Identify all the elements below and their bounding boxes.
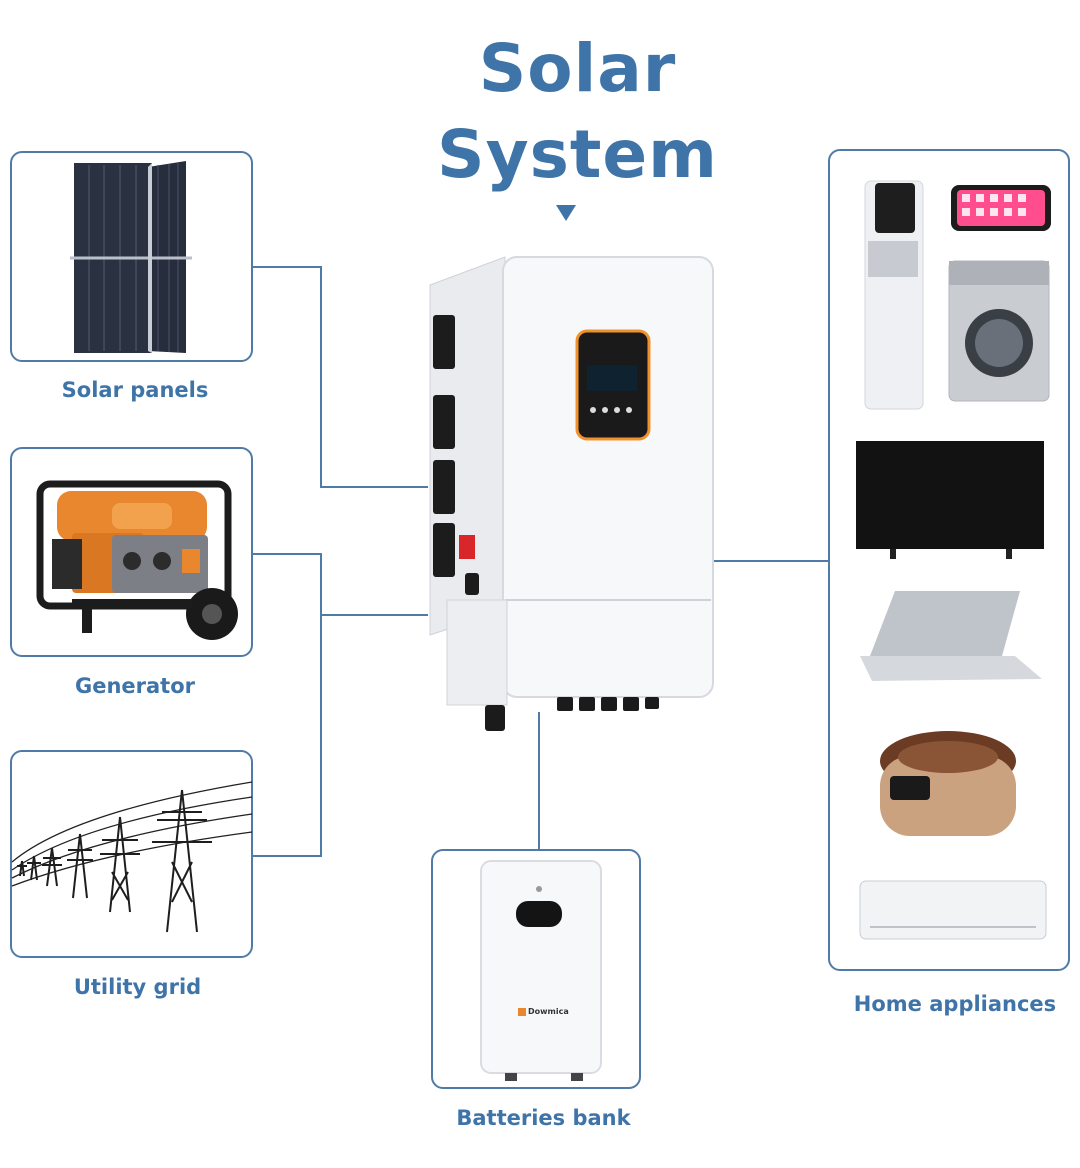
battery-box: Dowmica xyxy=(431,849,641,1089)
connector-grid-h1 xyxy=(252,855,322,857)
generator-box xyxy=(10,447,253,657)
utility-grid-label: Utility grid xyxy=(73,975,202,999)
appliances-icon xyxy=(856,180,1051,940)
generator-label: Generator xyxy=(74,674,196,698)
solar-panels-box xyxy=(10,151,253,362)
home-appliances-label: Home appliances xyxy=(853,992,1057,1016)
down-arrow-icon xyxy=(556,205,576,221)
connector-gen-grid-v xyxy=(320,553,322,857)
connector-gen-grid-h2 xyxy=(320,614,428,616)
connector-solar-h2 xyxy=(320,486,428,488)
battery-brand: Dowmica xyxy=(528,1007,569,1016)
battery-icon xyxy=(480,860,602,1081)
solar-panels-label: Solar panels xyxy=(61,378,209,402)
utility-grid-box xyxy=(10,750,253,958)
generator-icon xyxy=(36,480,238,640)
title-line-2: System xyxy=(437,116,718,193)
power-tower-icon xyxy=(11,781,253,933)
solar-panel-icon xyxy=(70,161,192,353)
connector-solar-h1 xyxy=(252,266,322,268)
connector-solar-v xyxy=(320,266,322,488)
connector-battery xyxy=(538,712,540,850)
connector-appliances xyxy=(712,560,832,562)
title-line-1: Solar xyxy=(478,30,677,107)
home-appliances-box xyxy=(828,149,1070,971)
inverter-icon xyxy=(429,256,714,731)
batteries-bank-label: Batteries bank xyxy=(456,1106,631,1130)
connector-generator-h1 xyxy=(252,553,322,555)
